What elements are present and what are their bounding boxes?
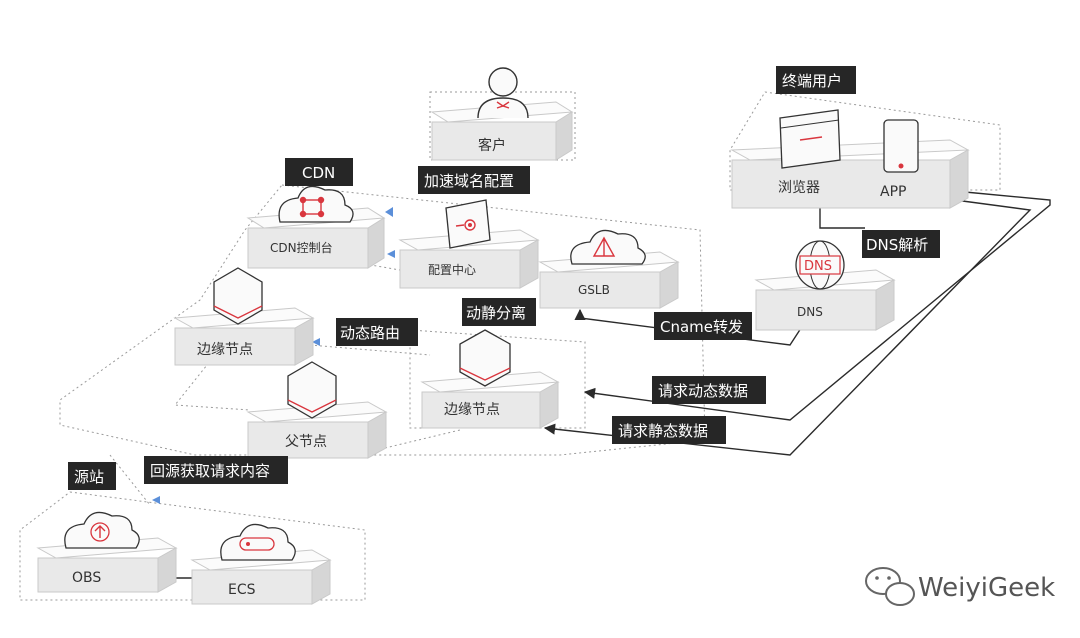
browser-label: 浏览器: [778, 180, 820, 196]
dynamic-region-outline: [409, 329, 586, 429]
app-label: APP: [880, 184, 906, 200]
svg-text:回源获取请求内容: 回源获取请求内容: [150, 462, 270, 480]
block-enduser: 浏览器 APP: [730, 139, 970, 209]
edge-node-1-label: 边缘节点: [197, 342, 253, 358]
cdn-console-label: CDN控制台: [270, 240, 333, 255]
parent-node-label: 父节点: [285, 434, 327, 450]
route-link: [309, 344, 431, 356]
origin-link: [109, 454, 151, 506]
tag-dynamic-route: 动态路由: [336, 318, 418, 346]
cloud-upload-icon: [64, 511, 140, 549]
svg-text:终端用户: 终端用户: [782, 72, 842, 90]
svg-text:加速域名配置: 加速域名配置: [424, 172, 514, 190]
ecs-label: ECS: [228, 582, 256, 598]
svg-text:源站: 源站: [74, 468, 104, 486]
blue-arrow-3: [312, 338, 320, 346]
blue-arrow-5: [152, 496, 160, 504]
cloud-server-icon: [220, 523, 296, 561]
edge-node-2-label: 边缘节点: [444, 402, 500, 418]
svg-text:请求静态数据: 请求静态数据: [618, 422, 708, 440]
tag-origin-site: 源站: [68, 462, 116, 490]
tag-back-to-origin: 回源获取请求内容: [144, 456, 288, 484]
hexagon-icon: [213, 267, 263, 325]
phone-icon: [883, 119, 919, 173]
block-parent-node: 父节点: [246, 401, 388, 459]
svg-text:Cname转发: Cname转发: [660, 318, 743, 336]
tag-dns-resolve: DNS解析: [862, 230, 940, 258]
tag-domain-config: 加速域名配置: [418, 166, 530, 194]
cloud-icon: [278, 185, 354, 223]
block-customer: 客户: [430, 101, 574, 161]
svg-text:动静分离: 动静分离: [466, 304, 526, 322]
req-dynamic-arrow: [583, 191, 1051, 421]
dns-glyph: DNS: [804, 259, 832, 274]
person-icon: [477, 67, 529, 119]
gslb-label: GSLB: [578, 283, 610, 297]
config-center-label: 配置中心: [428, 262, 476, 277]
wechat-icon: [865, 567, 915, 606]
browser-dns-line: [819, 200, 865, 229]
svg-text:请求动态数据: 请求动态数据: [658, 382, 748, 400]
customer-region-outline: [429, 91, 576, 161]
tag-req-static: 请求静态数据: [612, 416, 726, 444]
obs-label: OBS: [72, 570, 101, 586]
network-icon: [299, 196, 325, 218]
block-edge-node-1: 边缘节点: [173, 307, 315, 366]
edge-parent-link: [174, 354, 251, 411]
svg-text:动态路由: 动态路由: [340, 324, 400, 342]
browser-window-icon: [779, 109, 841, 169]
customer-label: 客户: [478, 137, 506, 154]
watermark: WeiyiGeek: [865, 567, 1055, 606]
hexagon-icon: [459, 329, 511, 387]
dns-label: DNS: [797, 305, 823, 319]
watermark-text: WeiyiGeek: [918, 573, 1055, 603]
cloud-icon: [570, 229, 646, 265]
tag-req-dynamic: 请求动态数据: [652, 376, 766, 404]
tag-dyn-static-sep: 动静分离: [462, 298, 536, 326]
svg-text:CDN: CDN: [302, 164, 335, 182]
globe-icon: DNS: [795, 240, 845, 290]
tag-end-user: 终端用户: [776, 66, 856, 94]
parent-edge2-link: [384, 429, 461, 449]
tag-cdn: CDN: [285, 158, 353, 186]
blue-arrow-2: [387, 250, 395, 258]
hexagon-icon: [287, 361, 337, 419]
block-config-center: 配置中心: [398, 229, 540, 289]
config-panel-icon: [445, 199, 491, 249]
tag-cname: Cname转发: [654, 312, 752, 340]
blue-arrow-1: [385, 207, 393, 217]
svg-text:DNS解析: DNS解析: [866, 236, 928, 254]
